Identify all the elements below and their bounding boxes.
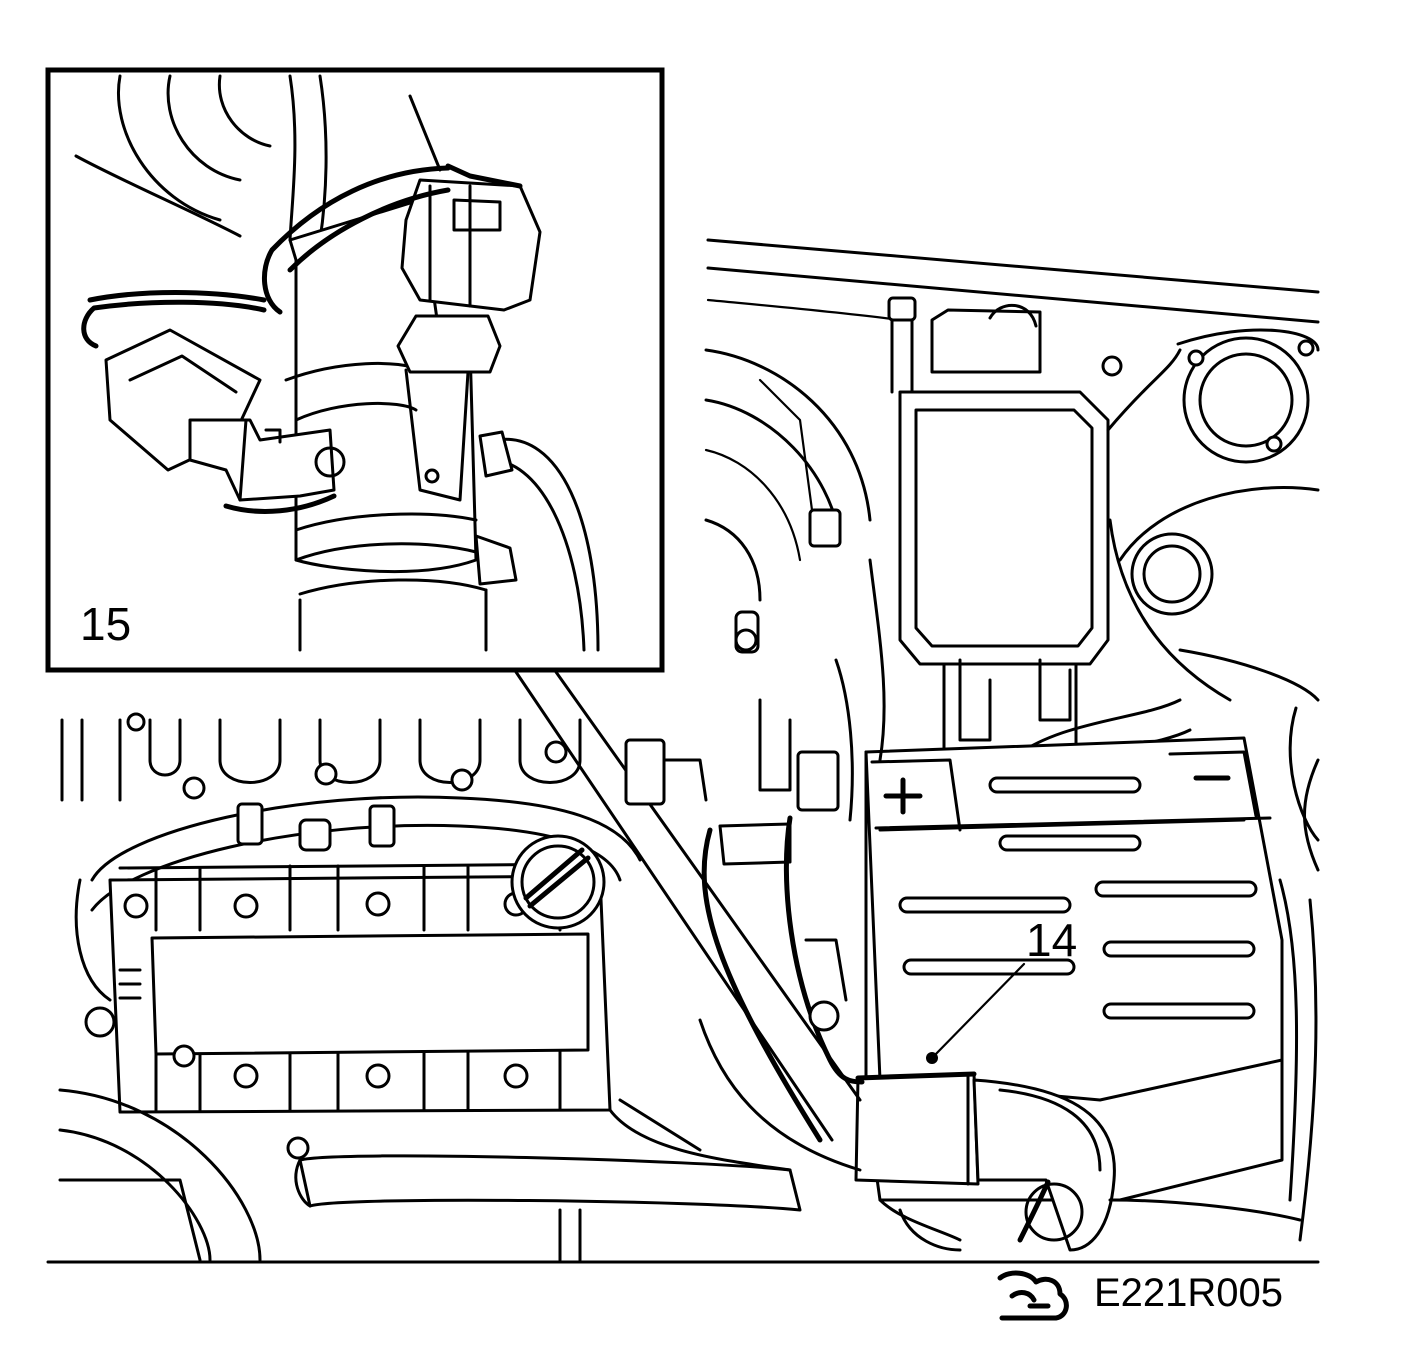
engine-cover	[60, 712, 642, 1160]
griffin-logo-icon	[997, 1270, 1069, 1321]
battery-leader-dot	[926, 1052, 938, 1064]
inset-pointer-line-left	[514, 670, 834, 1142]
inset-callout-number: 15	[80, 598, 131, 650]
battery-leader-line	[930, 962, 1026, 1060]
intake-hose	[854, 1071, 1116, 1252]
fuse-box	[887, 296, 1110, 762]
inset-pointer-line-right	[554, 670, 862, 1102]
reservoir-cap	[1108, 518, 1320, 702]
engine-bay-scene	[46, 238, 1320, 1264]
inset-detail-15: 15	[45, 67, 665, 673]
sensor-connector	[81, 165, 451, 514]
figure-code: E221R005	[1094, 1271, 1283, 1315]
battery-callout-number: 14	[1026, 914, 1077, 966]
pressure-sensor	[396, 163, 542, 374]
strut-tower	[1101, 328, 1320, 562]
